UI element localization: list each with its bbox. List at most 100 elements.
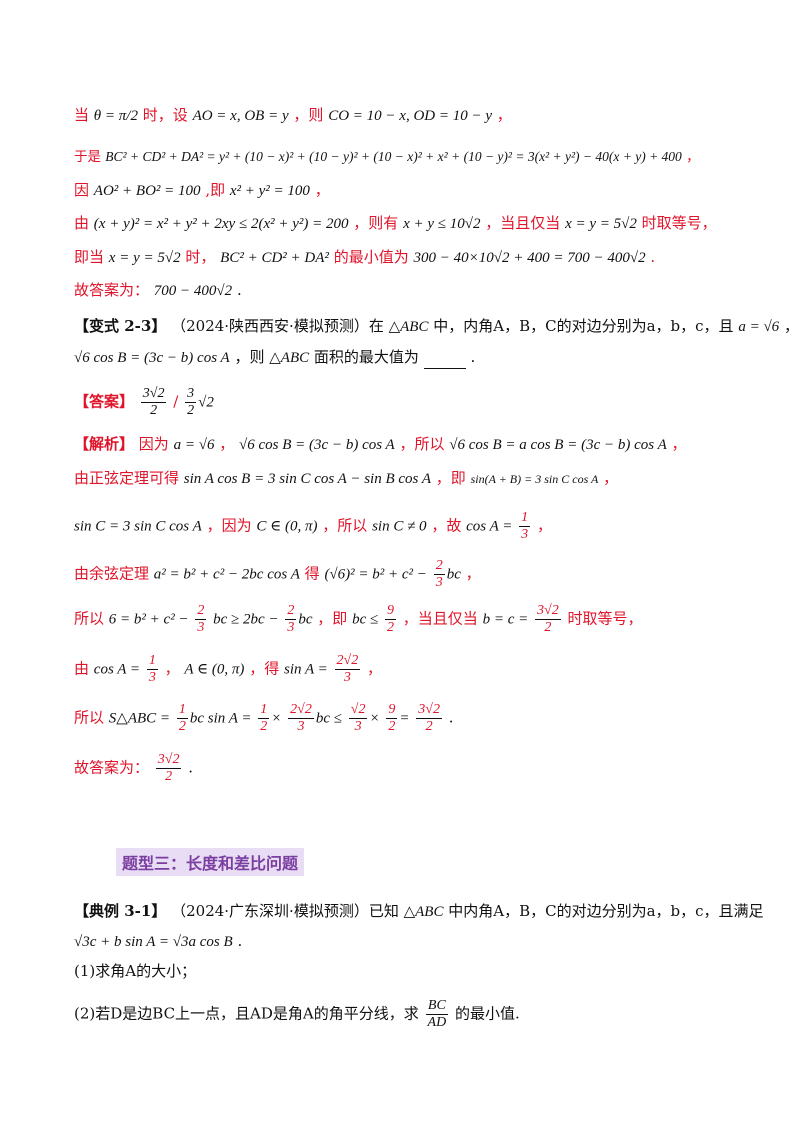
variant-line-2: √6 cos B = (3c − b) cos A ，则 △ABC 面积的最大值…: [74, 346, 760, 369]
text: ，即: [317, 609, 348, 628]
math: AO² + BO² = 100: [93, 183, 201, 199]
math: bc ≤: [352, 611, 379, 628]
example-question-1: (1)求角A的大小；: [74, 962, 197, 980]
math: x + y ≤ 10√2: [403, 216, 481, 232]
math: CO = 10 − x, OD = 10 − y: [328, 108, 493, 124]
text: ，: [366, 659, 382, 678]
math: (√6)² = b² + c² −: [324, 566, 427, 583]
text: .: [650, 248, 656, 266]
text: 故答案为：: [74, 758, 150, 777]
text: 中内角A，B，C的对边分别为a，b，c，且满足: [448, 902, 764, 920]
variant-tag: 【变式 2-3】: [74, 317, 167, 335]
math: sin C = 3 sin C cos A: [74, 518, 202, 535]
variant-line-1: 【变式 2-3】 （2024·陕西西安·模拟预测）在 △ABC 中，内角A，B，…: [74, 315, 799, 338]
text: ，: [783, 317, 799, 335]
math: sin C ≠ 0: [372, 518, 427, 535]
text: ，: [496, 106, 512, 124]
text: 即当: [74, 248, 105, 266]
math: AO = x, OB = y: [192, 108, 289, 124]
text: ，则有: [353, 214, 399, 232]
solution-line-5: 即当 x = y = 5√2 时， BC² + CD² + DA² 的最小值为 …: [74, 246, 760, 269]
text: (2)若D是边BC上一点，且AD是角A的角平分线，求: [74, 1004, 419, 1023]
math: 300 − 40×10√2 + 400 = 700 − 400√2: [413, 250, 646, 266]
math: △ABC: [388, 319, 429, 335]
text: .: [448, 708, 454, 727]
math: bc ≥ 2bc −: [213, 611, 279, 628]
solution-line-6: 故答案为： 700 − 400√2 .: [74, 279, 760, 302]
solution-line-3: 因 AO² + BO² = 100 ,即 x² + y² = 100 ，: [74, 179, 760, 202]
text: 故答案为：: [74, 281, 150, 299]
answer-tag: 【答案】: [74, 392, 135, 411]
text: 时取等号，: [641, 214, 717, 232]
analysis-line-2: 由正弦定理可得 sin A cos B = 3 sin C cos A − si…: [74, 467, 760, 490]
text: ，当且仅当: [402, 609, 478, 628]
text: 所以: [74, 609, 105, 628]
math: A ∈ (0, π): [184, 661, 245, 678]
math: 700 − 400√2: [153, 283, 233, 299]
analysis-tag: 【解析】: [74, 435, 135, 453]
math: a² = b² + c² − 2bc cos A: [153, 566, 300, 583]
math: x² + y² = 100: [229, 183, 310, 199]
math: △ABC: [269, 350, 310, 366]
text: .: [470, 348, 476, 366]
math: 6 = b² + c² −: [108, 611, 189, 628]
math: θ = π/2: [93, 108, 138, 124]
text: ，: [686, 149, 700, 165]
text: ，得: [249, 659, 280, 678]
text: ，: [465, 564, 481, 583]
analysis-line-4: 由余弦定理 a² = b² + c² − 2bc cos A 得 (√6)² =…: [74, 558, 760, 591]
analysis-line-1: 【解析】 因为 a = √6 ， √6 cos B = (3c − b) cos…: [74, 433, 760, 456]
text: ，则: [293, 106, 324, 124]
solution-line-4: 由 (x + y)² = x² + y² + 2xy ≤ 2(x² + y²) …: [74, 212, 760, 235]
math: √3c + b sin A = √3a cos B: [74, 934, 233, 950]
text: ，所以: [399, 435, 445, 453]
text: 因为: [138, 435, 169, 453]
math: bc sin A =: [189, 710, 252, 727]
analysis-line-3: sin C = 3 sin C cos A ，因为 C ∈ (0, π) ，所以…: [74, 510, 760, 543]
math: C ∈ (0, π): [256, 518, 318, 535]
math: x = y = 5√2: [565, 216, 637, 232]
text: 面积的最大值为: [313, 348, 419, 366]
text: ，: [314, 181, 330, 199]
math: √2: [198, 394, 214, 411]
text: 的最小值.: [454, 1004, 520, 1023]
math: sin(A + B) = 3 sin C cos A: [470, 472, 599, 486]
text: .: [237, 932, 243, 950]
text: 由正弦定理可得: [74, 469, 180, 487]
text: ，: [536, 516, 552, 535]
text: 所以: [74, 708, 105, 727]
math: BC² + CD² + DA² = y² + (10 − x)² + (10 −…: [105, 149, 682, 164]
math: =: [399, 710, 410, 727]
solution-line-1: 当 θ = π/2 时，设 AO = x, OB = y ，则 CO = 10 …: [74, 104, 760, 127]
text: ，则: [234, 348, 265, 366]
solution-line-2: 于是 BC² + CD² + DA² = y² + (10 − x)² + (1…: [74, 146, 760, 168]
math: BC² + CD² + DA²: [220, 250, 329, 266]
example-line-2: √3c + b sin A = √3a cos B .: [74, 930, 760, 953]
math: S△ABC =: [108, 710, 171, 727]
example-line-1: 【典例 3-1】 （2024·广东深圳·模拟预测）已知 △ABC 中内角A，B，…: [74, 900, 764, 923]
text: 时取等号，: [567, 609, 643, 628]
text: .: [188, 758, 194, 777]
math: bc ≤: [315, 710, 342, 727]
text: 得: [304, 564, 320, 583]
math: bc: [446, 566, 461, 583]
text: 由余弦定理: [74, 564, 150, 583]
math: bc: [298, 611, 313, 628]
math: △ABC: [403, 904, 444, 920]
